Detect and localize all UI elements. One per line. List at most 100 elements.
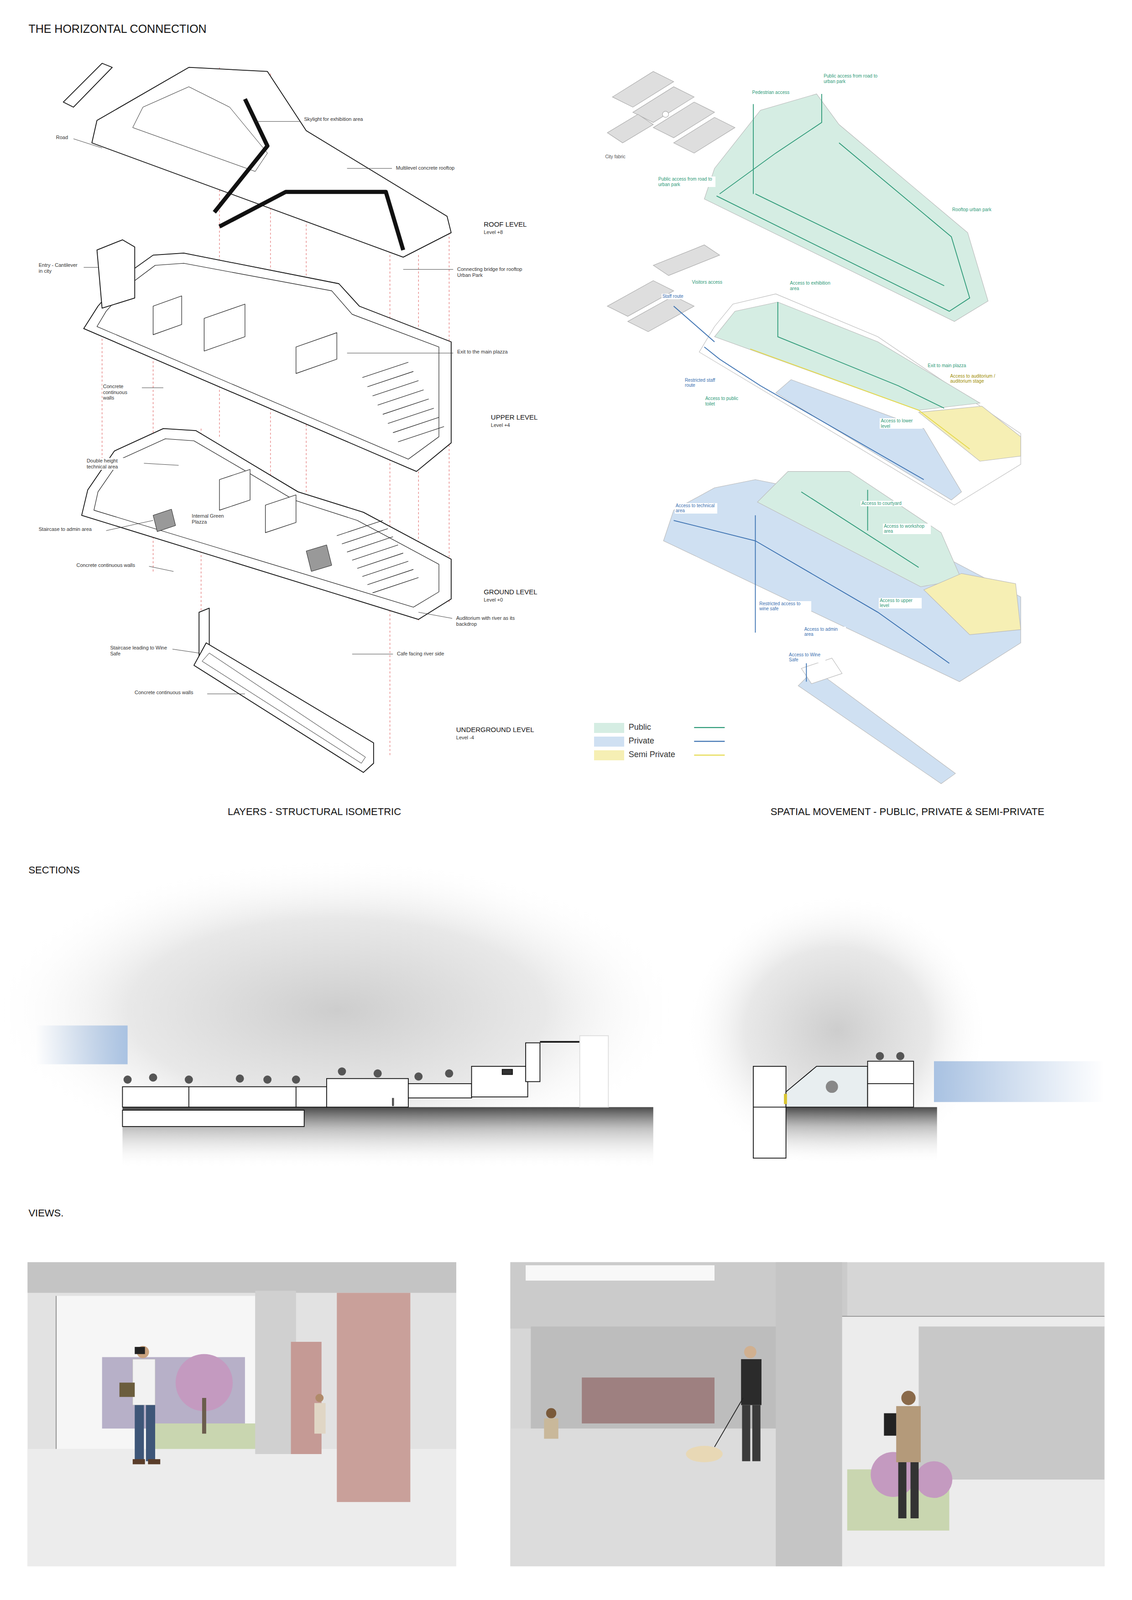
legend-line-samples-part xyxy=(693,754,725,756)
view-right-part xyxy=(896,1406,921,1463)
callout: Skylight for exhibition area xyxy=(302,116,364,123)
city-fabric-part xyxy=(653,245,720,276)
legend-text: Semi Private xyxy=(627,750,677,760)
upper-floor-zones-part xyxy=(714,302,981,411)
route-callout: Visitors access xyxy=(691,279,724,286)
leader-lines-part xyxy=(106,520,154,531)
section-long-part-part xyxy=(414,1072,423,1081)
upper-level-part-part xyxy=(397,426,444,443)
ground-floor-zones-part xyxy=(757,471,962,588)
level-name: UNDERGROUND LEVEL xyxy=(455,725,536,734)
view-right-part xyxy=(581,1377,715,1425)
section-cross-part-part xyxy=(783,1094,788,1105)
view-right-part xyxy=(883,1413,897,1437)
route-callout: Access to exhibition area xyxy=(788,280,837,292)
roof-park-part xyxy=(716,93,970,312)
ground-level-part-part xyxy=(367,569,414,585)
ground-level-part xyxy=(306,545,332,572)
route-callout: Access to public toilet xyxy=(704,396,747,407)
section-long-part-part xyxy=(149,1074,158,1083)
callout: Concrete continuous walls xyxy=(75,562,136,569)
view-left xyxy=(27,1262,457,1567)
projection-lines-part xyxy=(389,193,391,756)
underground-level-part xyxy=(193,642,374,773)
section-long-part-part xyxy=(235,1074,245,1084)
leader-lines-part xyxy=(171,649,199,654)
roof-park-part-part xyxy=(719,93,822,194)
route-callout: Access to Wine Safe xyxy=(787,652,826,663)
view-right-part xyxy=(546,1408,557,1419)
section-long-part-part xyxy=(337,1067,346,1076)
callout: Internal Green Plazza xyxy=(190,513,229,525)
upper-floor-zones-part-part xyxy=(673,306,715,342)
roof-park-part xyxy=(704,93,989,322)
ground-level-part xyxy=(219,469,251,511)
spatial-movement xyxy=(607,71,1021,785)
roof-level-part xyxy=(219,192,404,251)
section-cross-part-part xyxy=(896,1052,905,1061)
view-left-part xyxy=(119,1382,136,1398)
section-long-part-part xyxy=(373,1069,382,1079)
section-long-part-part xyxy=(502,1069,513,1075)
view-left-part xyxy=(336,1293,411,1503)
view-right-part xyxy=(510,1262,1105,1567)
view-right-part xyxy=(910,1462,919,1519)
route-callout: Access to technical area xyxy=(674,503,718,514)
route-callout: Access to auditorium / auditorium stage xyxy=(949,373,1003,385)
roof-park-part-part xyxy=(752,104,754,194)
level-height: Level +4 xyxy=(490,422,512,429)
route-callout: Restricted access to wine safe xyxy=(758,601,812,612)
section-long-part-part xyxy=(184,1075,194,1085)
section-cross-part-part xyxy=(875,1052,884,1061)
roof-level-part xyxy=(63,63,113,108)
upper-level-part xyxy=(83,253,451,472)
route-callout: Exit to main plazza xyxy=(926,363,967,369)
ground-floor-zones-part xyxy=(673,490,950,664)
callout: Staircase to admin area xyxy=(37,526,93,533)
roof-park-part-part xyxy=(716,142,970,312)
ground-level-part xyxy=(153,509,176,532)
leader-lines-part xyxy=(83,267,98,268)
city-fabric-part xyxy=(662,111,669,118)
callout: Auditorium with river as its backdrop xyxy=(455,615,534,627)
upper-level-part xyxy=(97,239,136,309)
level-height: Level +8 xyxy=(482,229,504,236)
upper-floor-zones-part-part xyxy=(704,347,924,480)
view-right-part xyxy=(740,1359,762,1406)
section-long-part-part xyxy=(408,1084,472,1099)
roof-park-part-part xyxy=(755,193,945,286)
legend-line-samples-part xyxy=(693,727,725,729)
callout: Staircase leading to Wine Safe xyxy=(109,645,173,657)
route-callout: Access to courtyard xyxy=(860,500,903,507)
section-long-part-part xyxy=(295,1087,297,1108)
level-name: ROOF LEVEL xyxy=(482,220,528,229)
callout: Road xyxy=(55,134,69,141)
section-long-part xyxy=(35,1025,128,1065)
legend-swatch xyxy=(594,736,625,747)
callout: Cafe facing river side xyxy=(396,651,445,658)
view-right-part xyxy=(543,1418,559,1440)
route-callout: Staff route xyxy=(661,293,685,300)
upper-level xyxy=(83,239,451,472)
callout: Connecting bridge for rooftop Urban Park xyxy=(456,266,535,278)
section-long-part-part xyxy=(292,1075,301,1085)
section-cross-part xyxy=(753,1061,914,1159)
view-left-part xyxy=(132,1359,156,1406)
legend-row: Public xyxy=(594,722,676,735)
panel-caption: SPATIAL MOVEMENT - PUBLIC, PRIVATE & SEM… xyxy=(769,806,1046,818)
leader-lines-part xyxy=(347,168,392,169)
section-long-part-part xyxy=(122,1087,327,1108)
view-left-part xyxy=(27,1262,457,1294)
upper-floor-zones-part xyxy=(918,406,1021,462)
leader-lines-part xyxy=(403,269,454,270)
view-right-part xyxy=(915,1461,953,1499)
upper-level-part xyxy=(296,332,337,374)
view-left-part xyxy=(153,1424,266,1450)
leader-lines-part xyxy=(149,566,174,572)
leader-lines-part xyxy=(141,387,164,389)
section-cross-part xyxy=(783,1052,905,1105)
leader-lines-part xyxy=(347,353,454,354)
route-callout: Rooftop urban park xyxy=(951,207,993,213)
section-heading: VIEWS. xyxy=(27,1207,65,1220)
view-left-part xyxy=(314,1403,326,1435)
